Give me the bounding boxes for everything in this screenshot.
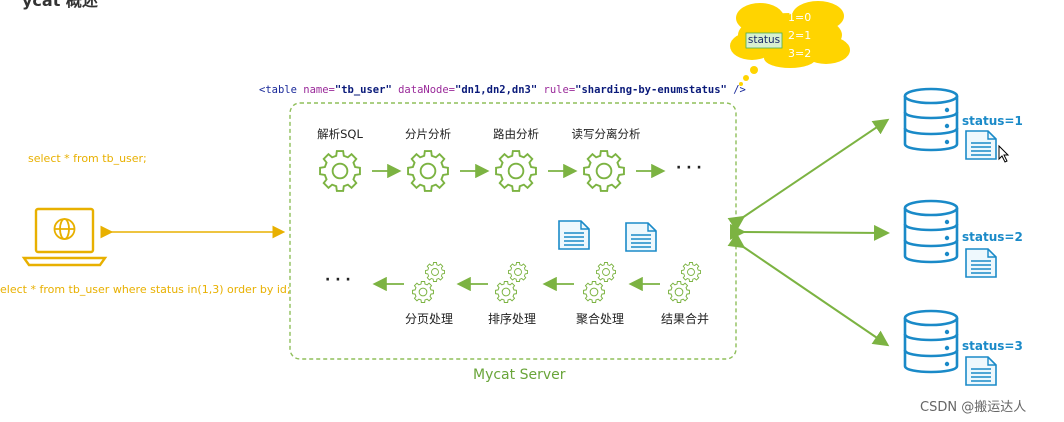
mycat-server-label: Mycat Server xyxy=(473,367,566,383)
cloud-key-label: status xyxy=(747,34,781,46)
server-db1-arrow xyxy=(727,118,890,232)
step-label-result-merge: 结果合并 xyxy=(660,312,709,326)
client-query-top: select * from tb_user; xyxy=(28,152,147,165)
cloud-mapping: 2=1 xyxy=(788,29,812,42)
mouse-cursor-icon xyxy=(998,144,1010,163)
attr-name: name= xyxy=(303,84,335,96)
double-gear-icon xyxy=(583,262,616,303)
step-label-shard-analysis: 分片分析 xyxy=(405,127,451,141)
db-label-status-1: status=1 xyxy=(962,114,1023,128)
cloud-mapping: 1=0 xyxy=(788,11,812,24)
step-label-route-analysis: 路由分析 xyxy=(493,127,539,141)
page-title-partial: ycat 概述 xyxy=(22,0,98,10)
attr-name-value: "tb_user" xyxy=(334,84,392,96)
document-icon xyxy=(558,220,590,250)
gear-icon xyxy=(319,150,361,192)
client-query-bottom: elect * from tb_user where status in(1,3… xyxy=(0,283,291,296)
step-label-sorting: 排序处理 xyxy=(487,312,536,326)
laptop-icon xyxy=(21,207,108,267)
document-icon xyxy=(625,222,657,252)
document-icon xyxy=(965,248,997,278)
server-db3-arrow xyxy=(727,232,890,347)
mycat-server-box xyxy=(289,102,737,360)
document-icon xyxy=(965,130,997,160)
document-icon xyxy=(965,356,997,386)
gear-icon xyxy=(407,150,449,192)
db-label-status-2: status=2 xyxy=(962,230,1023,244)
double-gear-icon xyxy=(412,262,445,303)
double-gear-icon xyxy=(495,262,528,303)
attr-datanode: dataNode= xyxy=(398,84,456,96)
step-label-rw-split-analysis: 读写分离分析 xyxy=(571,127,641,141)
db-label-status-3: status=3 xyxy=(962,339,1023,353)
step-label-aggregation: 聚合处理 xyxy=(575,312,624,326)
watermark: CSDN @搬运达人 xyxy=(920,400,1027,415)
globe-icon xyxy=(53,218,76,240)
database-icon xyxy=(903,199,959,264)
tag-open: <table xyxy=(259,84,297,96)
database-icon xyxy=(903,309,959,374)
tag-close: /> xyxy=(733,84,746,96)
step-label-parse-sql: 解析SQL xyxy=(317,127,363,141)
bottom-ellipsis: · · · xyxy=(325,272,351,288)
top-ellipsis: · · · xyxy=(676,160,702,176)
table-config-line: <table name="tb_user" dataNode="dn1,dn2,… xyxy=(259,84,746,96)
cloud-mapping: 3=2 xyxy=(788,47,812,60)
gear-icon xyxy=(495,150,537,192)
database-icon xyxy=(903,87,959,152)
attr-rule-value: "sharding-by-enumstatus" xyxy=(575,84,727,96)
server-db2-arrow xyxy=(729,223,890,241)
attr-datanode-value: "dn1,dn2,dn3" xyxy=(455,84,538,96)
gear-icon xyxy=(583,150,625,192)
attr-rule: rule= xyxy=(543,84,576,96)
step-label-pagination: 分页处理 xyxy=(404,312,453,326)
double-gear-icon xyxy=(668,262,701,303)
cloud-key-box xyxy=(745,32,783,49)
